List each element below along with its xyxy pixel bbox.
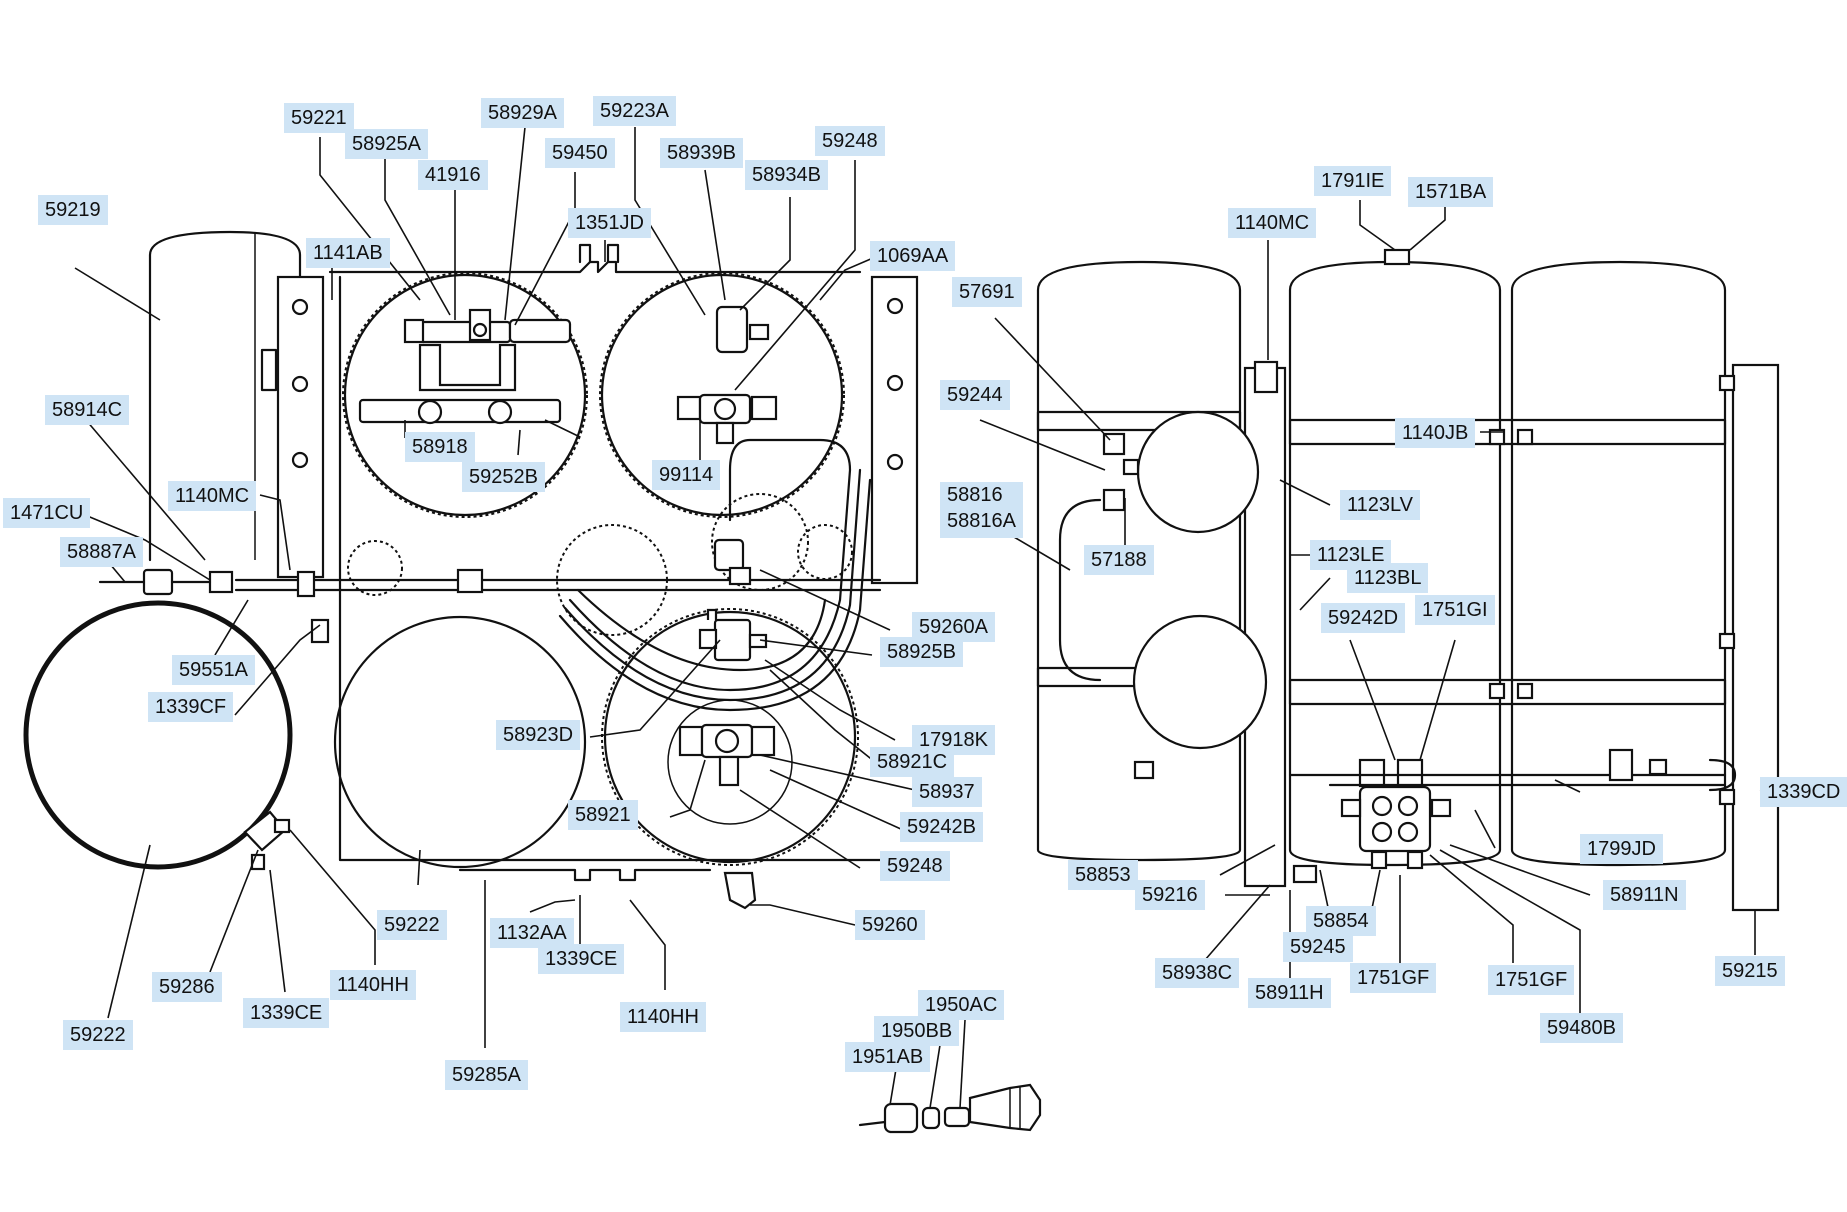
part-label-1950BB: 1950BB (874, 1016, 960, 1046)
part-label-59248-top: 59248 (815, 126, 885, 156)
part-label-59248-bottom: 59248 (880, 851, 950, 881)
part-label-1339CD: 1339CD (1760, 777, 1847, 807)
part-label-59219: 59219 (38, 195, 108, 225)
tank-59222-left (23, 600, 293, 870)
part-label-58918: 58918 (405, 432, 475, 462)
tank-right-side (1510, 260, 1727, 867)
part-label-58925B: 58925B (880, 637, 963, 667)
part-label-58816: 58816 58816A (940, 482, 1023, 538)
part-label-59450: 59450 (545, 138, 615, 168)
part-label-59223A: 59223A (593, 96, 676, 126)
left-assembly (23, 230, 919, 910)
part-label-1069AA: 1069AA (870, 241, 956, 271)
part-label-1751GI: 1751GI (1415, 595, 1495, 625)
part-label-58923D: 58923D (496, 720, 581, 750)
part-label-1951AB: 1951AB (845, 1042, 931, 1072)
part-label-59286: 59286 (152, 972, 222, 1002)
part-label-1339CF: 1339CF (148, 692, 234, 722)
part-label-1132AA: 1132AA (490, 918, 574, 948)
right-mount-bracket (870, 275, 919, 585)
part-label-58853: 58853 (1068, 860, 1138, 890)
manifold-lower (1292, 758, 1452, 884)
tank-59223A (600, 273, 844, 517)
round-tank-lower (1132, 614, 1268, 750)
part-label-59242D: 59242D (1321, 603, 1406, 633)
part-label-59245: 59245 (1283, 932, 1353, 962)
leader-lines (74, 126, 1781, 1109)
part-label-1751GF-a: 1751GF (1350, 963, 1437, 993)
part-label-58925A: 58925A (345, 129, 428, 159)
part-label-58921C: 58921C (870, 747, 955, 777)
part-label-1140HH-left: 1140HH (330, 970, 416, 1000)
part-label-59260: 59260 (855, 910, 925, 940)
part-label-59215: 59215 (1715, 956, 1785, 986)
valve-58925B (698, 608, 768, 662)
part-label-58911N: 58911N (1603, 880, 1686, 910)
part-label-58929A: 58929A (481, 98, 564, 128)
part-label-1571BA: 1571BA (1408, 177, 1494, 207)
part-label-1950AC: 1950AC (918, 990, 1005, 1020)
part-label-57188: 57188 (1084, 545, 1154, 575)
tank-59222-mid (333, 615, 587, 869)
part-label-58937: 58937 (912, 777, 982, 807)
part-label-57691: 57691 (952, 277, 1022, 307)
part-label-58921: 58921 (568, 800, 638, 830)
part-label-1471CU: 1471CU (3, 498, 91, 528)
part-label-58854: 58854 (1306, 906, 1376, 936)
part-label-59252B: 59252B (462, 462, 545, 492)
valve-assembly-right (676, 305, 778, 445)
part-label-1123LV: 1123LV (1340, 490, 1420, 520)
part-label-59222-mid: 59222 (377, 910, 447, 940)
part-label-1351JD: 1351JD (568, 208, 651, 238)
part-label-1123BL: 1123BL (1347, 563, 1429, 593)
part-label-58816-line1: 58816 (947, 484, 1003, 506)
part-label-58816-line2: 58816A (947, 510, 1016, 532)
part-label-59551A: 59551A (172, 655, 255, 685)
bracket-59215 (1731, 363, 1780, 912)
part-label-1140MC-left: 1140MC (168, 481, 257, 511)
part-label-58939B: 58939B (660, 138, 743, 168)
tank-59221 (343, 273, 587, 517)
part-label-1339CE-left: 1339CE (243, 998, 330, 1028)
tank-59248 (603, 610, 857, 864)
part-label-1140JB: 1140JB (1395, 418, 1476, 448)
fitting-detail (858, 1083, 1042, 1134)
tank-center-side (1288, 260, 1502, 867)
part-label-99114: 99114 (652, 460, 721, 490)
part-label-1140MC-right: 1140MC (1228, 208, 1317, 238)
tank-left-side (1036, 260, 1242, 862)
part-label-58914C: 58914C (45, 395, 130, 425)
round-tank-upper (1136, 410, 1260, 534)
vertical-tank-59219 (148, 230, 302, 562)
part-label-1751GF-b: 1751GF (1488, 965, 1575, 995)
part-label-58911H: 58911H (1248, 978, 1331, 1008)
part-label-1339CE-mid: 1339CE (538, 944, 625, 974)
part-label-59285A: 59285A (445, 1060, 528, 1090)
part-label-59242B: 59242B (900, 812, 983, 842)
part-label-1791IE: 1791IE (1314, 166, 1392, 196)
part-label-59221: 59221 (284, 103, 354, 133)
part-label-58934B: 58934B (745, 160, 828, 190)
part-label-58938C: 58938C (1155, 958, 1240, 988)
part-label-41916: 41916 (418, 160, 488, 190)
part-label-1140HH-mid: 1140HH (620, 1002, 706, 1032)
part-label-59244: 59244 (940, 380, 1010, 410)
part-label-1141AB: 1141AB (306, 238, 390, 268)
valve-cluster-lower (678, 723, 776, 787)
part-label-59480B: 59480B (1540, 1013, 1623, 1043)
right-assembly (1036, 248, 1780, 912)
part-label-59216: 59216 (1135, 880, 1205, 910)
part-label-59222-left: 59222 (63, 1020, 133, 1050)
left-mount-bracket (276, 275, 325, 579)
valve-assembly-upper (358, 308, 572, 425)
part-label-58887A: 58887A (60, 537, 143, 567)
part-label-1799JD: 1799JD (1580, 834, 1663, 864)
